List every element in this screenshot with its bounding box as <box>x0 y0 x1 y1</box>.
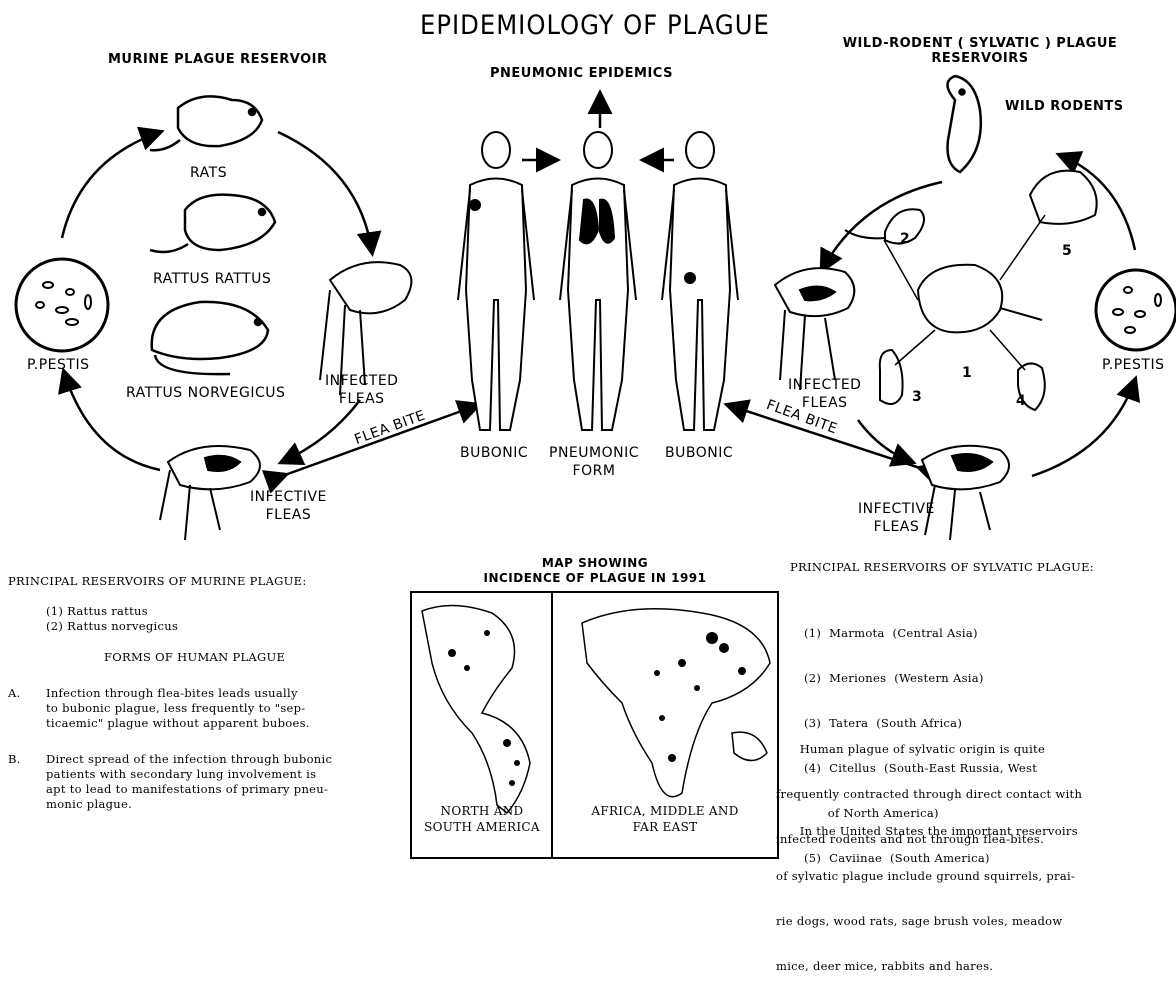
map-caption-old-world: AFRICA, MIDDLE AND FAR EAST <box>554 803 776 835</box>
map-caption-old-world-line-2: FAR EAST <box>554 819 776 835</box>
murine-reservoirs-list: (1) Rattus rattus (2) Rattus norvegicus <box>46 604 178 634</box>
label-infected-fleas-left-line-1: INFECTED <box>325 372 398 390</box>
petri-dish-left <box>16 259 108 351</box>
para-a-line: Infection through flea-bites leads usual… <box>46 686 310 701</box>
map-caption-americas-line-1: NORTH AND <box>412 803 552 819</box>
label-wild-rodents: WILD RODENTS <box>1005 98 1124 116</box>
label-rats: RATS <box>190 164 227 182</box>
rodent-number-2: 2 <box>900 230 910 248</box>
label-infected-fleas-right-line-1: INFECTED <box>788 376 861 394</box>
sylvatic-paragraph-2: In the United States the important reser… <box>776 794 1078 989</box>
rodent-3-illustration <box>880 350 903 404</box>
map-title: MAP SHOWING INCIDENCE OF PLAGUE IN 1991 <box>420 556 770 586</box>
sylvatic-para2-line: of sylvatic plague include ground squirr… <box>776 869 1078 884</box>
para-b-line: Direct spread of the infection through b… <box>46 752 332 767</box>
map-caption-americas: NORTH AND SOUTH AMERICA <box>412 803 552 835</box>
para-a-text: Infection through flea-bites leads usual… <box>46 686 310 731</box>
map-caption-old-world-line-1: AFRICA, MIDDLE AND <box>554 803 776 819</box>
rattus-rattus-illustration <box>150 195 275 252</box>
infected-flea-right <box>775 268 854 390</box>
para-b-text: Direct spread of the infection through b… <box>46 752 332 812</box>
cycle-arrow-infective-to-pestis <box>1032 380 1135 476</box>
human-figure-bubonic-left <box>458 132 534 430</box>
sylvatic-para2-line: mice, deer mice, rabbits and hares. <box>776 959 1078 974</box>
rodent-number-5: 5 <box>1062 242 1072 260</box>
rodent-5-illustration <box>1030 171 1097 224</box>
murine-reservoirs-heading: PRINCIPAL RESERVOIRS OF MURINE PLAGUE: <box>8 574 307 589</box>
forms-heading: FORMS OF HUMAN PLAGUE <box>104 650 285 665</box>
murine-reservoir-item: (1) Rattus rattus <box>46 604 178 619</box>
map-title-line-1: MAP SHOWING <box>420 556 770 571</box>
label-infective-fleas-right: INFECTIVE FLEAS <box>858 500 935 536</box>
para-b-line: patients with secondary lung involvement… <box>46 767 332 782</box>
plague-incidence-map: NORTH AND SOUTH AMERICA AFRICA, MIDDLE A… <box>410 591 779 859</box>
label-bubonic-left: BUBONIC <box>460 444 528 462</box>
para-b-line: monic plague. <box>46 797 332 812</box>
para-a-marker: A. <box>8 686 21 701</box>
infective-flea-left <box>160 446 260 540</box>
label-pneumonic-form-line-2: FORM <box>549 462 639 480</box>
wild-rodent-illustration <box>948 76 981 172</box>
label-pneumonic-form: PNEUMONIC FORM <box>549 444 639 480</box>
rodent-1-marmota-illustration <box>918 265 1042 333</box>
sylvatic-para1-line: Human plague of sylvatic origin is quite <box>776 742 1082 757</box>
rattus-norvegicus-illustration <box>152 302 268 374</box>
map-title-line-2: INCIDENCE OF PLAGUE IN 1991 <box>420 571 770 586</box>
rodent-number-1: 1 <box>962 364 972 382</box>
para-b-marker: B. <box>8 752 21 767</box>
label-p-pestis-right: P.PESTIS <box>1102 356 1164 374</box>
label-pneumonic-form-line-1: PNEUMONIC <box>549 444 639 462</box>
sylvatic-para2-line: rie dogs, wood rats, sage brush voles, m… <box>776 914 1078 929</box>
human-figure-bubonic-right <box>662 132 738 430</box>
infective-flea-right <box>922 446 1009 540</box>
sylvatic-reservoir-item: (1) Marmota (Central Asia) <box>804 626 1037 641</box>
sylvatic-reservoir-item: (2) Meriones (Western Asia) <box>804 671 1037 686</box>
human-figure-pneumonic <box>560 132 636 430</box>
para-b-line: apt to lead to manifestations of primary… <box>46 782 332 797</box>
map-caption-americas-line-2: SOUTH AMERICA <box>412 819 552 835</box>
label-infected-fleas-left: INFECTED FLEAS <box>325 372 398 408</box>
label-infective-fleas-left-line-2: FLEAS <box>250 506 327 524</box>
cycle-arrow-rodents-to-fleas <box>822 182 942 270</box>
sylvatic-reservoirs-heading: PRINCIPAL RESERVOIRS OF SYLVATIC PLAGUE: <box>790 560 1094 575</box>
label-infective-fleas-left-line-1: INFECTIVE <box>250 488 327 506</box>
label-infective-fleas-right-line-2: FLEAS <box>858 518 935 536</box>
label-infective-fleas-left: INFECTIVE FLEAS <box>250 488 327 524</box>
rodent-2-illustration <box>845 209 924 243</box>
rodent-number-3: 3 <box>912 388 922 406</box>
label-infective-fleas-right-line-1: INFECTIVE <box>858 500 935 518</box>
label-p-pestis-left: P.PESTIS <box>27 356 89 374</box>
label-bubonic-right: BUBONIC <box>665 444 733 462</box>
label-rattus-norvegicus: RATTUS NORVEGICUS <box>126 384 285 402</box>
para-a-line: ticaemic" plague without apparent buboes… <box>46 716 310 731</box>
cycle-arrow-pestis-to-rats <box>62 132 160 238</box>
cycle-arrow-rats-to-fleas <box>278 132 372 252</box>
label-infected-fleas-left-line-2: FLEAS <box>325 390 398 408</box>
rodent-number-4: 4 <box>1016 392 1026 410</box>
murine-reservoir-item: (2) Rattus norvegicus <box>46 619 178 634</box>
para-a-line: to bubonic plague, less frequently to "s… <box>46 701 310 716</box>
sylvatic-para2-line: In the United States the important reser… <box>776 824 1078 839</box>
rat-illustration <box>150 96 262 150</box>
label-rattus-rattus: RATTUS RATTUS <box>153 270 271 288</box>
flea-bite-arrow-right <box>728 405 920 468</box>
petri-dish-right <box>1096 270 1176 350</box>
